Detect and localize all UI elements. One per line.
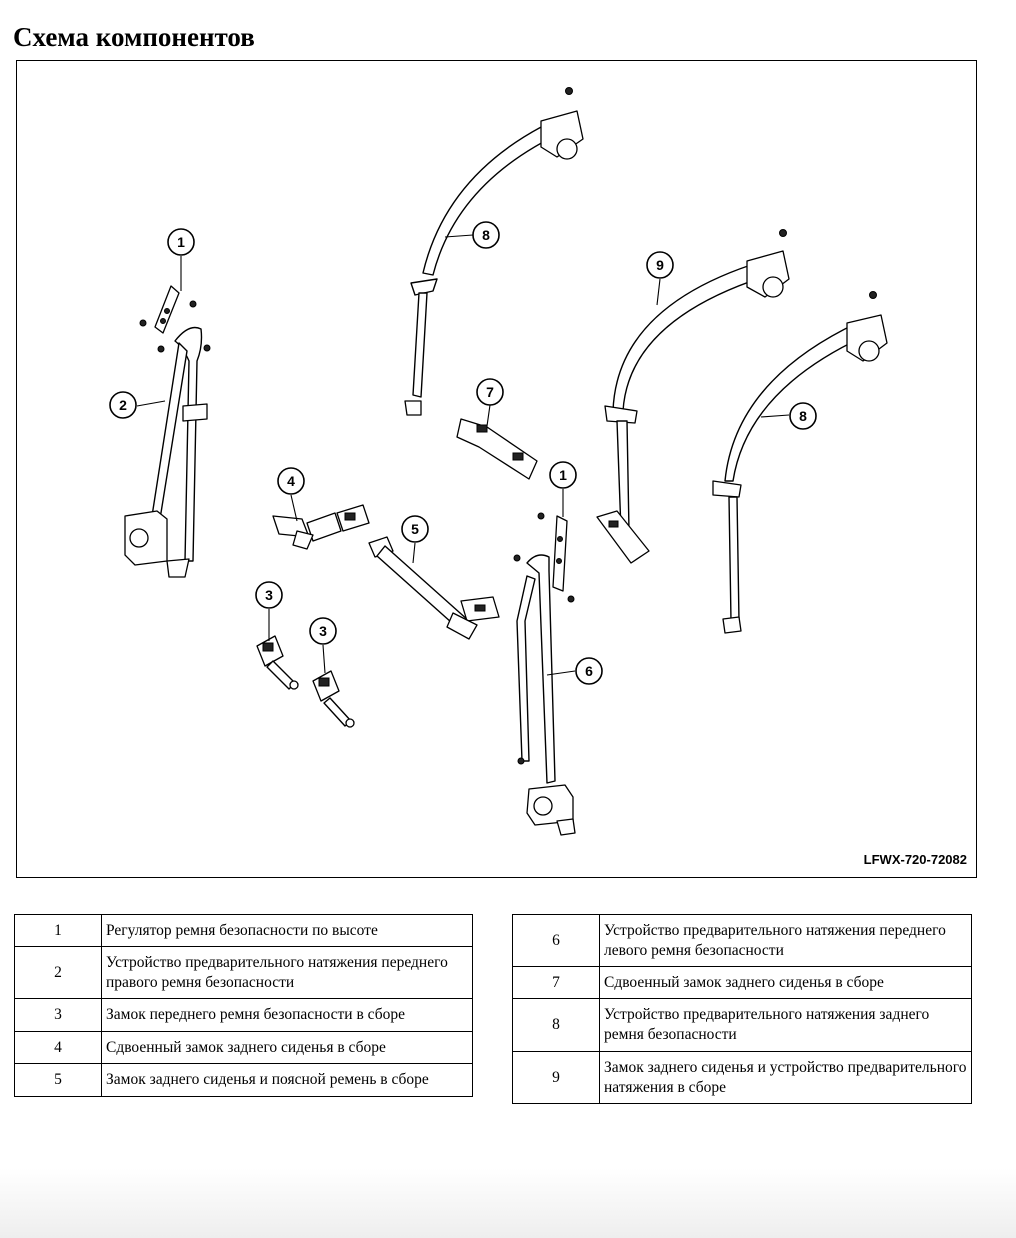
legend-num: 3: [14, 998, 102, 1032]
callout-circle: [575, 657, 603, 685]
callout-label: 5: [411, 521, 419, 537]
legend-num: 9: [512, 1051, 600, 1104]
legend-desc: Сдвоенный замок заднего сиденья в сборе: [101, 1031, 473, 1064]
table-row: 6 Устройство предварительного натяжения …: [512, 914, 972, 967]
callout-circle: [789, 402, 817, 430]
callout-label: 2: [119, 397, 127, 413]
legend-table-left: 1 Регулятор ремня безопасности по высоте…: [14, 914, 473, 1097]
table-row: 8 Устройство предварительного натяжения …: [512, 998, 972, 1052]
legend-desc: Регулятор ремня безопасности по высоте: [101, 914, 473, 947]
table-row: 9 Замок заднего сиденья и устройство пре…: [512, 1051, 972, 1104]
leader-lines: [136, 234, 790, 676]
legend-desc: Сдвоенный замок заднего сиденья в сборе: [599, 966, 972, 999]
table-row: 4 Сдвоенный замок заднего сиденья в сбор…: [14, 1031, 473, 1064]
callout-1: 1: [549, 461, 577, 489]
legend-desc: Замок заднего сиденья и устройство предв…: [599, 1051, 972, 1104]
table-row: 7 Сдвоенный замок заднего сиденья в сбор…: [512, 966, 972, 999]
callout-3: 3: [255, 581, 283, 609]
rear-double-buckle-b: [456, 418, 538, 480]
callout-label: 9: [656, 257, 664, 273]
callout-label: 8: [799, 408, 807, 424]
legend-num: 4: [14, 1031, 102, 1064]
callout-label: 4: [287, 473, 295, 489]
components-diagram: 1 2 3 3 4 5 6 7 1 8 8 9 LFWX-720-72082: [16, 60, 977, 878]
table-row: 5 Замок заднего сиденья и поясной ремень…: [14, 1063, 473, 1097]
callout-label: 3: [265, 587, 273, 603]
front-buckle-b: [312, 670, 355, 728]
legend-table-right: 6 Устройство предварительного натяжения …: [512, 914, 972, 1104]
callout-circle: [109, 391, 137, 419]
callout-circle: [476, 378, 504, 406]
callout-label: 8: [482, 227, 490, 243]
callout-6: 6: [575, 657, 603, 685]
legend-num: 6: [512, 914, 600, 967]
callout-3: 3: [309, 617, 337, 645]
front-right-pretensioner: [124, 326, 208, 578]
page-bottom-shadow: [0, 1168, 1016, 1238]
callout-label: 1: [559, 467, 567, 483]
rear-pretensioner-buckle: [596, 229, 790, 564]
callout-8: 8: [472, 221, 500, 249]
callout-circle: [646, 251, 674, 279]
callout-circle: [549, 461, 577, 489]
legend-num: 2: [14, 946, 102, 999]
rear-lap-belt: [368, 536, 500, 640]
callout-5: 5: [401, 515, 429, 543]
rear-pretensioner-right: [712, 291, 888, 634]
callout-2: 2: [109, 391, 137, 419]
legend-desc: Устройство предварительного натяжения за…: [599, 998, 972, 1052]
diagram-drawing: 1 2 3 3 4 5 6 7 1 8 8 9: [109, 87, 888, 836]
callout-label: 1: [177, 234, 185, 250]
rear-double-buckle: [272, 504, 370, 550]
figure-code: LFWX-720-72082: [863, 852, 967, 867]
callout-4: 4: [277, 467, 305, 495]
legend-desc: Устройство предварительного натяжения пе…: [599, 914, 972, 967]
front-left-pretensioner: [513, 512, 576, 836]
callout-label: 6: [585, 663, 593, 679]
front-buckle-a: [256, 635, 299, 690]
page-title: Схема компонентов: [13, 22, 255, 52]
table-row: 1 Регулятор ремня безопасности по высоте: [14, 914, 473, 947]
callout-label: 3: [319, 623, 327, 639]
callout-layer: 1 2 3 3 4 5 6 7 1 8 8 9: [109, 221, 817, 685]
callout-circle: [309, 617, 337, 645]
callout-7: 7: [476, 378, 504, 406]
callout-circle: [472, 221, 500, 249]
callout-8: 8: [789, 402, 817, 430]
callout-9: 9: [646, 251, 674, 279]
table-row: 2 Устройство предварительного натяжения …: [14, 946, 473, 999]
legend-num: 5: [14, 1063, 102, 1097]
height-adjuster-left: [139, 285, 211, 353]
legend-desc: Замок переднего ремня безопасности в сбо…: [101, 998, 473, 1032]
legend-desc: Замок заднего сиденья и поясной ремень в…: [101, 1063, 473, 1097]
table-row: 3 Замок переднего ремня безопасности в с…: [14, 998, 473, 1032]
callout-circle: [255, 581, 283, 609]
legend-num: 1: [14, 914, 102, 947]
callout-circle: [277, 467, 305, 495]
callout-1: 1: [167, 228, 195, 256]
callout-label: 7: [486, 384, 494, 400]
rear-pretensioner-top: [404, 87, 584, 416]
legend-desc: Устройство предварительного натяжения пе…: [101, 946, 473, 999]
legend-num: 7: [512, 966, 600, 999]
callout-circle: [401, 515, 429, 543]
callout-circle: [167, 228, 195, 256]
legend-num: 8: [512, 998, 600, 1052]
